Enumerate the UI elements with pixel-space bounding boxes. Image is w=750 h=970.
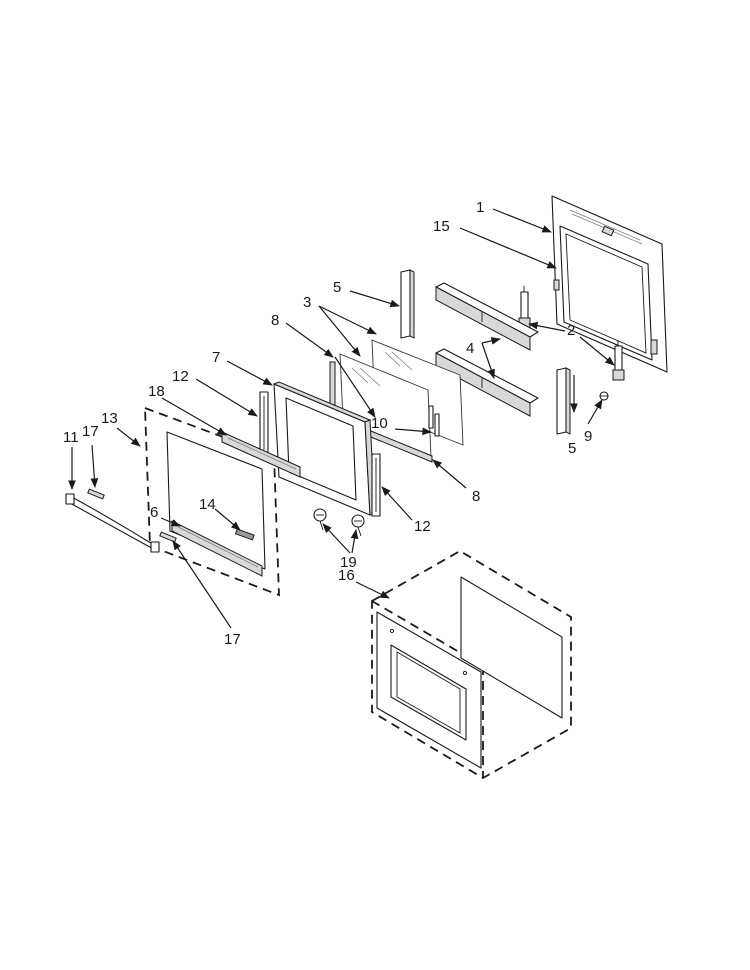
callout-9: 9 <box>584 428 592 445</box>
part-2-hinge-upper <box>518 286 531 329</box>
callout-5-upper: 5 <box>333 279 341 296</box>
callout-8-lower: 8 <box>472 488 480 505</box>
callout-11: 11 <box>63 429 79 446</box>
part-17-end-cap-upper <box>87 488 105 500</box>
callout-5-lower: 5 <box>568 440 576 457</box>
callout-15: 15 <box>433 218 450 235</box>
callout-18: 18 <box>148 383 165 400</box>
callout-19: 19 <box>340 554 357 571</box>
callout-12-right: 12 <box>414 518 431 535</box>
part-5-side-trim-upper <box>400 269 415 339</box>
callout-14: 14 <box>199 496 216 513</box>
callout-8-upper: 8 <box>271 312 279 329</box>
part-7-door-frame <box>272 381 376 516</box>
part-4-channel-upper <box>435 282 539 351</box>
part-1-door-rear-panel <box>551 195 668 373</box>
callout-1: 1 <box>476 199 484 216</box>
part-4-channel-lower <box>435 348 539 417</box>
part-18-vent-trim <box>221 431 301 478</box>
callout-labels: 1 15 5 3 2 8 4 7 12 18 13 17 11 10 9 5 8… <box>63 199 592 648</box>
part-2-hinge-lower <box>612 340 625 381</box>
part-6-lower-trim <box>171 520 263 577</box>
callout-4: 4 <box>466 340 474 357</box>
callout-2: 2 <box>567 322 575 339</box>
part-17-end-cap-lower <box>159 531 177 543</box>
part-10-spacer-right <box>434 413 440 437</box>
callout-6: 6 <box>150 504 158 521</box>
callout-17-lower: 17 <box>224 631 241 648</box>
leader-lines <box>68 208 615 629</box>
callout-12-left: 12 <box>172 368 189 385</box>
part-12-bracket-right <box>371 453 381 517</box>
callout-10: 10 <box>371 415 388 432</box>
part-10-spacer-left <box>428 405 434 429</box>
part-19-screw-left <box>313 508 327 531</box>
part-12-bracket-left <box>259 391 269 455</box>
callout-13: 13 <box>101 410 118 427</box>
callout-16: 16 <box>338 567 355 584</box>
callout-7: 7 <box>212 349 220 366</box>
callout-17-upper: 17 <box>82 423 99 440</box>
part-16-complete-door-assembly <box>371 549 572 780</box>
part-11-door-handle <box>65 493 160 553</box>
part-19-screw-right <box>351 514 365 537</box>
part-9-screw <box>599 391 609 401</box>
part-5-side-trim-lower <box>556 367 571 435</box>
callout-3: 3 <box>303 294 311 311</box>
